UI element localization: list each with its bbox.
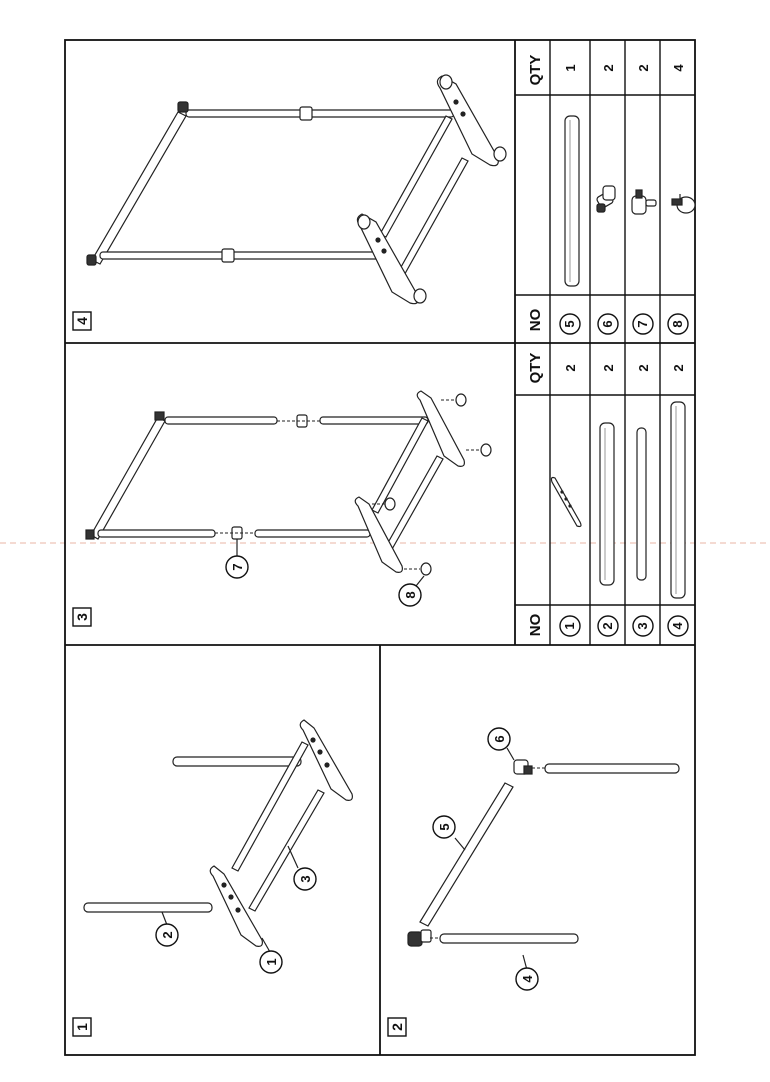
table-row: 7 2	[631, 64, 657, 335]
part-qty: 2	[636, 364, 651, 371]
part-6-corner-connector-image	[596, 185, 616, 213]
step-1-callouts: 1 2 3	[155, 845, 317, 974]
table-row: 2 2	[597, 364, 619, 637]
svg-text:8: 8	[403, 591, 418, 598]
step-1-label: 1	[72, 1017, 92, 1037]
part-3-base-rod-image	[636, 427, 647, 581]
table-row: 3 2	[632, 364, 654, 637]
svg-text:3: 3	[74, 613, 90, 621]
table-left-qty-header: QTY	[527, 353, 544, 384]
page-frame	[64, 39, 696, 1056]
part-number: 1	[562, 622, 577, 629]
part-qty: 4	[671, 64, 686, 72]
part-5-crossbar-image	[564, 115, 580, 287]
callout-2: 2	[155, 923, 179, 947]
svg-text:5: 5	[437, 823, 452, 830]
callout-1: 1	[259, 950, 283, 974]
part-qty: 2	[563, 364, 578, 371]
part-8-caster-wheel-image	[671, 194, 696, 214]
table-left-rows: 1 2 2 2 3 2	[550, 364, 689, 637]
callout-5: 5	[432, 815, 456, 839]
svg-text:6: 6	[492, 735, 507, 742]
table-right-rows: 5 1 6 2 7 2	[559, 64, 696, 335]
table-row: 1 2	[550, 364, 582, 637]
step-2-diagram	[407, 759, 680, 947]
part-number: 8	[670, 320, 685, 327]
callout-8: 8	[398, 583, 422, 607]
callout-6: 6	[487, 727, 511, 751]
part-qty: 2	[601, 364, 616, 371]
svg-text:1: 1	[264, 958, 279, 965]
part-7-height-clamp-image	[631, 189, 657, 215]
svg-text:2: 2	[160, 931, 175, 938]
part-qty: 2	[671, 364, 686, 371]
step-number-boxes: 1 2 3 4	[72, 311, 407, 1037]
parts-table-grid	[515, 40, 695, 645]
part-qty: 2	[636, 64, 651, 71]
step-4-label: 4	[72, 311, 92, 331]
callout-4: 4	[515, 967, 539, 991]
svg-text:3: 3	[298, 875, 313, 882]
svg-text:1: 1	[74, 1023, 90, 1031]
table-row: 4 2	[667, 364, 689, 637]
part-number: 5	[562, 320, 577, 327]
callout-7: 7	[225, 555, 249, 579]
step-2-dashes	[430, 767, 545, 939]
step-3-dashes	[215, 399, 480, 570]
part-qty: 2	[601, 64, 616, 71]
part-number: 6	[600, 320, 615, 327]
table-right-qty-header: QTY	[527, 55, 544, 86]
step-3-label: 3	[72, 607, 92, 627]
part-number: 3	[635, 622, 650, 629]
table-left-no-header: NO	[527, 613, 544, 636]
part-number: 2	[600, 622, 615, 629]
part-1-base-foot-image	[550, 476, 582, 528]
step-4-diagram	[86, 74, 507, 305]
table-headers: QTY NO QTY NO	[527, 55, 544, 637]
callout-3: 3	[293, 867, 317, 891]
svg-text:2: 2	[389, 1023, 405, 1031]
table-row: 8 4	[667, 64, 696, 335]
table-right-no-header: NO	[527, 308, 544, 331]
table-row: 6 2	[596, 64, 619, 335]
svg-text:7: 7	[230, 563, 245, 570]
svg-text:4: 4	[74, 317, 90, 325]
table-row: 5 1	[559, 64, 581, 335]
step-3-callouts: 7 8	[225, 539, 425, 607]
part-2-upright-tube-image	[599, 422, 615, 586]
step-2-callouts: 4 5 6	[432, 727, 539, 991]
part-4-upper-tube-image	[670, 401, 686, 599]
step-3-diagram	[85, 390, 492, 576]
part-number: 7	[635, 320, 650, 327]
part-number: 4	[670, 622, 685, 630]
step-1-diagram	[83, 719, 353, 947]
svg-text:4: 4	[520, 975, 535, 983]
step-2-label: 2	[387, 1017, 407, 1037]
part-qty: 1	[563, 64, 578, 71]
